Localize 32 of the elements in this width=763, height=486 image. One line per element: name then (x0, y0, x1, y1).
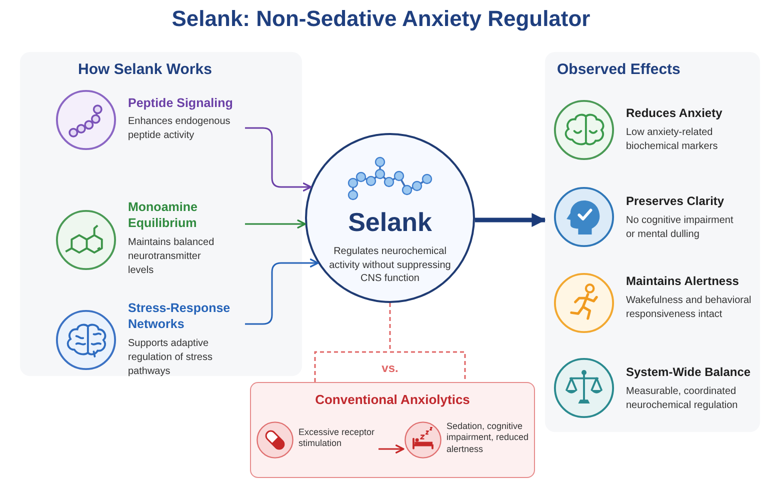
item-title: Preserves Clarity (626, 194, 724, 210)
item-description: Measurable, coordinated neurochemical regulation (626, 384, 739, 413)
panel-title: Conventional Anxiolytics (315, 392, 470, 407)
arrow (245, 258, 319, 325)
comparison-panel (250, 382, 535, 478)
item-description: Maintains balanced neurotransmitter levels (128, 236, 216, 278)
section-heading: How Selank Works (78, 61, 212, 78)
hub-title: Selank (348, 207, 432, 237)
item-description: Enhances endogenous peptide activity (128, 115, 232, 144)
item-title: Maintains Alertness (626, 274, 739, 290)
item-title: Reduces Anxiety (626, 106, 722, 122)
page-title: Selank: Non-Sedative Anxiety Regulator (172, 6, 590, 32)
section-panel (20, 52, 302, 376)
item-description: Sedation, cognitive impairment, reduced alertness (446, 420, 530, 456)
item-description: Wakefulness and behavioral responsiveness intact (626, 294, 752, 322)
dashed-connector (314, 302, 466, 383)
arrow (245, 220, 306, 228)
arrow (474, 213, 546, 227)
hub-description: Regulates neurochemical activity without suppressing CNS function (328, 245, 452, 286)
item-title: Stress-Response Networks (128, 300, 232, 332)
item-description: Low anxiety-related biochemical markers (626, 126, 719, 154)
arrow (378, 444, 404, 454)
item-description: Excessive receptor stimulation (298, 426, 376, 450)
arrow (245, 127, 312, 192)
section-heading: Observed Effects (557, 61, 680, 78)
item-title: Peptide Signaling (128, 95, 233, 112)
edge-label: vs. (382, 361, 398, 375)
item-title: System-Wide Balance (626, 365, 751, 381)
section-panel (545, 52, 760, 432)
item-title: Monoamine Equilibrium (128, 199, 198, 232)
item-description: Supports adaptive regulation of stress pathways (128, 336, 213, 378)
item-description: No cognitive impairment or mental dulling (626, 214, 734, 242)
